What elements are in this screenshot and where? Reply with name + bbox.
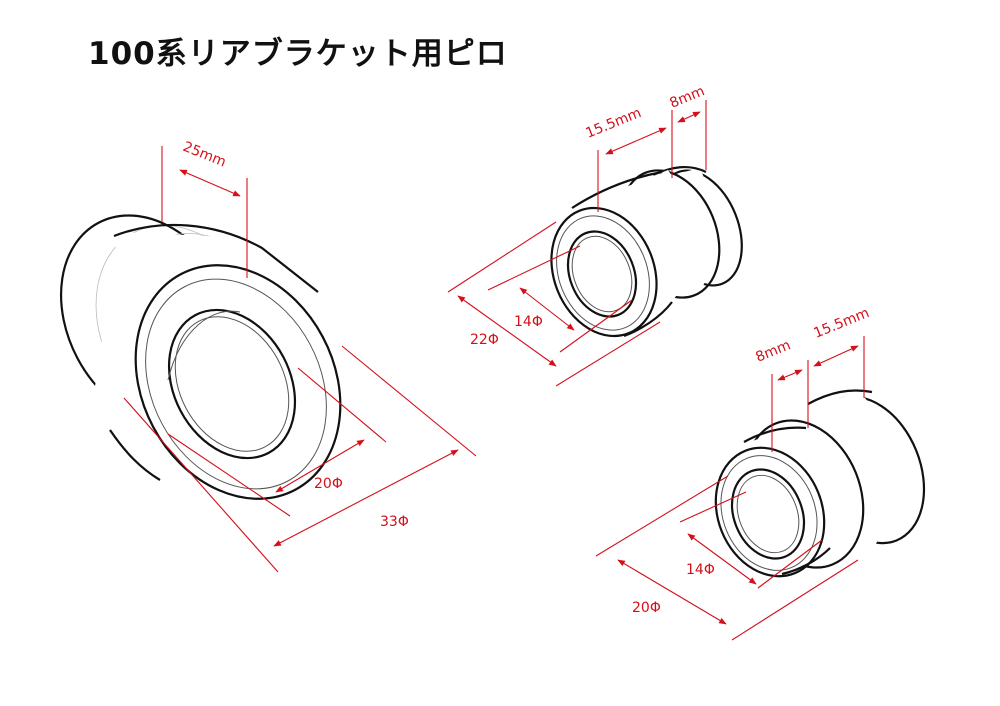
short-section-arrow <box>677 111 701 123</box>
outer-diameter-label: 22Φ <box>470 332 499 348</box>
length-label: 25mm <box>181 139 229 171</box>
long-section-arrow <box>605 127 667 155</box>
outer-diameter-label: 20Φ <box>632 600 661 616</box>
extension-line <box>341 345 477 457</box>
short-section-label: 8mm <box>754 337 794 365</box>
lower-spacer-bore-chamfer <box>736 474 800 554</box>
short-section-arrow <box>777 369 803 381</box>
long-section-label: 15.5mm <box>812 305 872 342</box>
extension-line <box>559 299 633 353</box>
outer-diameter-arrow <box>273 449 459 547</box>
inner-diameter-label: 14Φ <box>686 562 715 578</box>
upper-spacer-top-edge <box>571 170 663 209</box>
inner-diameter-label: 20Φ <box>314 476 343 492</box>
extension-line <box>167 433 291 517</box>
lower-spacer-bore <box>730 468 806 560</box>
long-section-label: 15.5mm <box>584 105 644 142</box>
large-collar-top-edge <box>113 223 319 293</box>
extension-line <box>731 559 859 641</box>
outer-diameter-arrow <box>457 295 557 367</box>
lower-spacer-front-chamfer <box>720 455 818 571</box>
large-collar-bottom-edge <box>109 429 161 481</box>
lower-spacer-front-outer <box>714 446 826 578</box>
extension-line <box>595 475 729 557</box>
outer-diameter-arrow <box>617 559 727 625</box>
large-collar <box>59 214 342 500</box>
extension-line <box>123 397 279 573</box>
extension-line <box>679 491 747 523</box>
short-section-label: 8mm <box>668 83 708 111</box>
inner-diameter-label: 14Φ <box>514 314 543 330</box>
extension-line <box>447 221 557 293</box>
long-section-arrow <box>813 345 859 367</box>
extension-line <box>757 539 823 589</box>
extension-line <box>555 321 661 387</box>
outer-diameter-label: 33Φ <box>380 514 409 530</box>
page-title: 100系リアブラケット用ピロ <box>88 36 508 72</box>
lower-spacer-step-top <box>743 426 807 443</box>
lower-spacer-top-edge <box>807 389 873 405</box>
length-dimension-arrow <box>179 169 241 197</box>
large-collar-body <box>90 232 330 490</box>
upper-spacer-bore-chamfer <box>571 235 633 313</box>
inner-diameter-arrow <box>687 533 757 585</box>
large-collar-bore-chamfer <box>174 316 290 452</box>
large-collar-bore <box>167 308 297 460</box>
extension-line <box>297 367 387 443</box>
large-collar-bore-depth <box>167 310 241 381</box>
lower-spacer <box>714 389 926 578</box>
extension-line <box>487 245 581 291</box>
upper-spacer <box>550 166 743 338</box>
upper-spacer-bore <box>566 230 638 318</box>
